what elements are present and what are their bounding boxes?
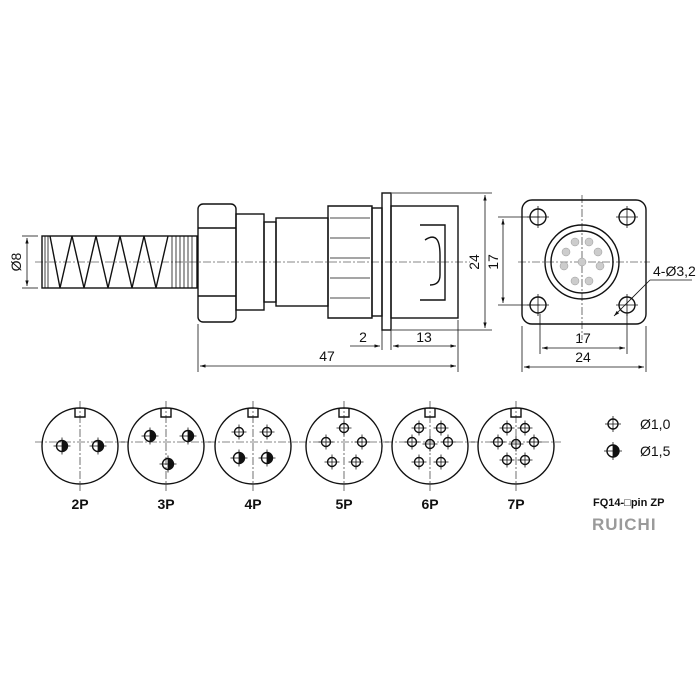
- dim-flange-width: 24: [575, 349, 591, 365]
- pin-layout-2P: [35, 401, 125, 491]
- dim-hole-spacing-vertical: 17: [485, 254, 501, 270]
- pin-small: [348, 454, 364, 470]
- dim-flange-height: 24: [466, 254, 482, 270]
- layout-label: 4P: [244, 496, 261, 512]
- hex-nut: [197, 203, 237, 323]
- pin-layout-4P: [208, 401, 298, 491]
- model-label: FQ14-□pin ZP: [593, 497, 664, 509]
- front-view: 4-Ø3,2 17 24: [518, 195, 696, 372]
- pin-large-icon: [604, 442, 622, 460]
- pin-large: [258, 449, 276, 467]
- pin-small: [404, 434, 420, 450]
- layout-label: 3P: [157, 496, 174, 512]
- dim-mount-holes: 4-Ø3,2: [653, 263, 696, 279]
- pin-small: [433, 420, 449, 436]
- dim-total-length: 47: [319, 348, 335, 364]
- pin-small: [411, 454, 427, 470]
- legend-label: Ø1,0: [640, 416, 671, 432]
- pin-layout-6P: [385, 401, 475, 491]
- pin-layout-7P: [471, 401, 561, 491]
- pin-small: [440, 434, 456, 450]
- layout-label: 6P: [421, 496, 438, 512]
- pin-small: [336, 420, 352, 436]
- layout-label: 2P: [71, 496, 88, 512]
- contact-pins: [559, 237, 605, 286]
- pin-large: [141, 427, 159, 445]
- legend-label: Ø1,5: [640, 443, 671, 459]
- cable-spring: [41, 235, 198, 289]
- pin-small: [517, 420, 533, 436]
- pin-small: [354, 434, 370, 450]
- pin-small: [318, 434, 334, 450]
- pin-small: [490, 434, 506, 450]
- pin-small: [324, 454, 340, 470]
- pin-large: [179, 427, 197, 445]
- pin-small: [508, 436, 524, 452]
- pin-layouts: [35, 401, 561, 491]
- pin-small: [499, 452, 515, 468]
- pin-large: [89, 437, 107, 455]
- pin-small: [499, 420, 515, 436]
- pin-small: [422, 436, 438, 452]
- pin-layout-5P: [299, 401, 389, 491]
- dim-nose-length: 13: [416, 329, 432, 345]
- pin-small: [526, 434, 542, 450]
- pin-large: [159, 455, 177, 473]
- pin-large: [53, 437, 71, 455]
- dim-flange-thickness: 2: [359, 329, 367, 345]
- pin-small: [411, 420, 427, 436]
- pin-layout-3P: [121, 401, 211, 491]
- pin-small: [517, 452, 533, 468]
- layout-label: 7P: [507, 496, 524, 512]
- side-view: Ø8 47 2 13 24 17: [8, 192, 540, 372]
- pin-small: [231, 424, 247, 440]
- pin-small: [433, 454, 449, 470]
- pin-small-icon: [605, 416, 621, 432]
- watermark-logo: RUICHI: [592, 515, 657, 534]
- mounting-holes: [527, 206, 638, 316]
- connector-body: [235, 205, 383, 319]
- dim-cable-diameter: Ø8: [8, 252, 24, 271]
- pin-large: [230, 449, 248, 467]
- layout-labels: 2P 3P 4P 5P 6P 7P: [71, 496, 524, 512]
- pin-small: [259, 424, 275, 440]
- layout-label: 5P: [335, 496, 352, 512]
- dim-hole-spacing-horizontal: 17: [575, 330, 591, 346]
- flange: [381, 192, 459, 331]
- legend: Ø1,0 Ø1,5: [604, 416, 671, 460]
